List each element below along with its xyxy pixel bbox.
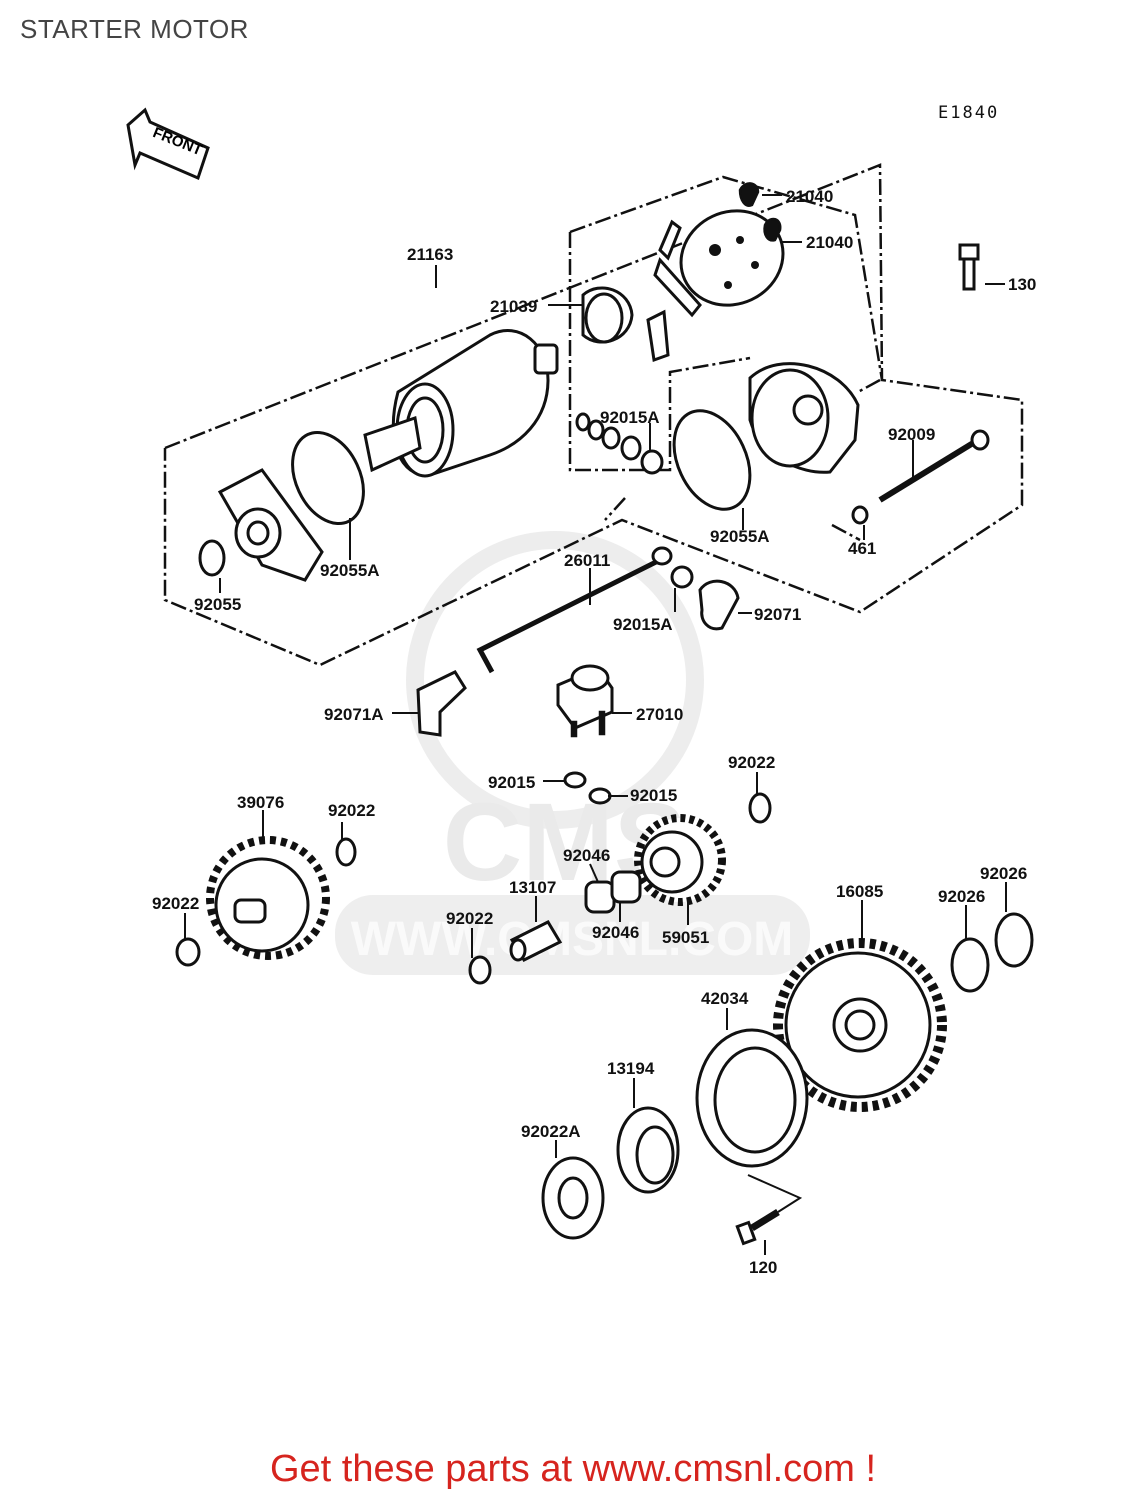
shaft-13107 (509, 920, 563, 962)
callout-461: 461 (848, 539, 876, 558)
callout-92071A: 92071A (324, 705, 384, 724)
callout-21039: 21039 (490, 297, 537, 316)
nut-92015A (670, 565, 694, 589)
callout-labels: 21163 21039 21040 21040 130 92015A 92009… (152, 187, 1036, 1277)
starter-motor-body (363, 329, 559, 478)
callout-92026-left: 92026 (938, 887, 985, 906)
washer-92022-d (468, 955, 492, 985)
rear-end-cover (748, 362, 860, 474)
washer-92026-a (950, 937, 990, 993)
callout-92046-bottom: 92046 (592, 923, 639, 942)
washer-set-92015A (575, 412, 664, 475)
starter-cable-26011 (476, 546, 673, 674)
callout-92046-top: 92046 (563, 846, 610, 865)
callout-92055: 92055 (194, 595, 241, 614)
boot-92071 (698, 579, 740, 631)
callout-130: 130 (1008, 275, 1036, 294)
washer-92026-b (994, 912, 1034, 968)
page-title: STARTER MOTOR (20, 14, 249, 44)
gear-59051 (634, 814, 726, 906)
front-arrow-icon: FRONT (126, 107, 210, 181)
through-bolt-92009 (851, 429, 990, 525)
callout-21040-bottom: 21040 (806, 233, 853, 252)
gear-39076 (206, 836, 330, 960)
callout-39076: 39076 (237, 793, 284, 812)
callout-92022-mid: 92022 (328, 801, 375, 820)
callout-92022A: 92022A (521, 1122, 581, 1141)
callout-21040-top: 21040 (786, 187, 833, 206)
washer-92022-b (335, 837, 357, 867)
brush-spring-top (738, 182, 760, 207)
callout-120: 120 (749, 1258, 777, 1277)
brush-holder (581, 209, 785, 363)
callout-13194: 13194 (607, 1059, 655, 1078)
nut-92015-b (588, 787, 612, 805)
bearing-92046-b (610, 870, 642, 904)
callout-59051: 59051 (662, 928, 709, 947)
callout-42034: 42034 (701, 989, 749, 1008)
washer-92022A (541, 1156, 605, 1240)
bolt-120 (735, 1209, 780, 1246)
callout-92055A-left: 92055A (320, 561, 380, 580)
clutch-housing-42034 (695, 1028, 809, 1168)
callout-92015A-nut: 92015A (613, 615, 673, 634)
callout-16085: 16085 (836, 882, 883, 901)
callout-92022-bottom: 92022 (446, 909, 493, 928)
relay-27010 (556, 664, 614, 738)
o-ring-92055 (198, 539, 226, 577)
front-end-cover (217, 468, 324, 582)
footer-link-text[interactable]: Get these parts at www.cmsnl.com ! (269, 1448, 877, 1490)
callout-21163: 21163 (407, 245, 453, 264)
nut-92015-a (563, 771, 587, 789)
callout-92022-top: 92022 (728, 753, 775, 772)
callout-92055A-right: 92055A (710, 527, 770, 546)
leader-lines (184, 194, 1007, 1255)
callout-92015A-washers: 92015A (600, 408, 660, 427)
callout-92022-left: 92022 (152, 894, 199, 913)
bearing-92046-a (584, 880, 616, 914)
one-way-clutch-13194 (616, 1106, 680, 1194)
washer-92022-a (748, 792, 772, 824)
callout-92026-right: 92026 (980, 864, 1027, 883)
callout-92015-right: 92015 (630, 786, 677, 805)
callout-26011: 26011 (564, 551, 610, 570)
boot-92071A (416, 670, 467, 737)
callout-13107: 13107 (509, 878, 556, 897)
callout-92015-left: 92015 (488, 773, 535, 792)
bolt-130 (958, 243, 980, 291)
o-ring-92055A-right (672, 409, 752, 511)
drawing-code: E1840 (938, 103, 999, 123)
assembly-outline (163, 163, 1024, 667)
sprocket-16085 (773, 938, 947, 1112)
o-ring-92055A-left (291, 430, 365, 526)
washer-92022-c (175, 937, 201, 967)
callout-92009: 92009 (888, 425, 935, 444)
watermark-url: WWW.CMSNL.COM (351, 913, 794, 966)
brush-spring-bottom (763, 217, 782, 242)
callout-27010: 27010 (636, 705, 683, 724)
callout-92071: 92071 (754, 605, 801, 624)
